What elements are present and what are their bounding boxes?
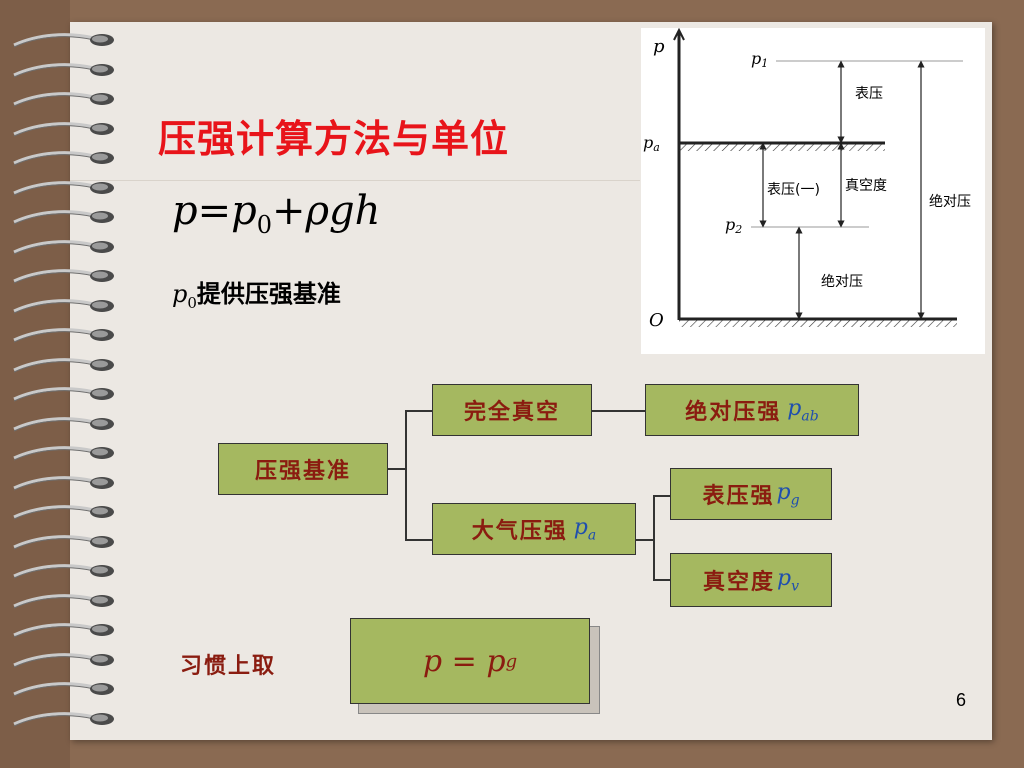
axis-label-p: p bbox=[653, 36, 665, 57]
spiral-ring bbox=[8, 681, 118, 699]
spiral-ring bbox=[8, 652, 118, 670]
habit-label: 习惯上取 bbox=[180, 653, 277, 679]
baseline-note: p0提供压强基准 bbox=[172, 279, 341, 312]
spiral-ring bbox=[8, 180, 118, 198]
page-number: 6 bbox=[956, 690, 967, 710]
gauge-label: 表压 bbox=[855, 86, 883, 102]
pressure-diagram-svg: p O p1 pa p2 表压 表压(一) 真空度 绝对压 绝对压 bbox=[643, 27, 971, 331]
p2-label: p2 bbox=[725, 215, 742, 236]
connector bbox=[405, 539, 433, 541]
spiral-ring bbox=[8, 622, 118, 640]
spiral-ring bbox=[8, 445, 118, 463]
pressure-diagram: p O p1 pa p2 表压 表压(一) 真空度 绝对压 绝对压 bbox=[641, 27, 985, 354]
connector bbox=[405, 410, 433, 412]
spiral-ring bbox=[8, 62, 118, 80]
spiral-ring bbox=[8, 209, 118, 227]
title-divider bbox=[70, 180, 640, 181]
connector bbox=[592, 410, 646, 412]
spiral-ring bbox=[8, 357, 118, 375]
spiral-ring bbox=[8, 416, 118, 434]
connector bbox=[653, 495, 671, 497]
spiral-ring bbox=[8, 386, 118, 404]
gauge-neg-label: 表压(一) bbox=[767, 182, 820, 198]
spiral-ring bbox=[8, 239, 118, 257]
box-absolute-vacuum: 完全真空 bbox=[432, 384, 592, 436]
ground-hatch bbox=[679, 319, 957, 327]
spiral-ring bbox=[8, 593, 118, 611]
connector bbox=[388, 468, 406, 470]
spiral-ring bbox=[8, 563, 118, 581]
abs-label-right: 绝对压 bbox=[929, 194, 971, 210]
spiral-ring bbox=[8, 91, 118, 109]
slide-title: 压强计算方法与单位 bbox=[158, 117, 510, 161]
spiral-ring bbox=[8, 534, 118, 552]
box-pressure-baseline: 压强基准 bbox=[218, 443, 388, 495]
pressure-formula: p=p0+ρgh bbox=[172, 188, 381, 239]
connector bbox=[653, 495, 655, 580]
spiral-ring bbox=[8, 475, 118, 493]
p1-label: p1 bbox=[751, 49, 768, 70]
vacuum-label: 真空度 bbox=[845, 178, 887, 194]
spiral-ring bbox=[8, 327, 118, 345]
abs-label-bottom: 绝对压 bbox=[821, 274, 863, 290]
connector bbox=[653, 579, 671, 581]
spiral-ring bbox=[8, 150, 118, 168]
origin-label: O bbox=[649, 310, 664, 331]
connector bbox=[405, 410, 407, 540]
spiral-ring bbox=[8, 268, 118, 286]
spiral-ring bbox=[8, 298, 118, 316]
spiral-ring bbox=[8, 32, 118, 50]
spiral-ring bbox=[8, 711, 118, 729]
spiral-ring bbox=[8, 504, 118, 522]
connector bbox=[634, 539, 654, 541]
atmosphere-hatch bbox=[679, 143, 885, 151]
pa-label: pa bbox=[643, 133, 660, 154]
spiral-ring bbox=[8, 121, 118, 139]
